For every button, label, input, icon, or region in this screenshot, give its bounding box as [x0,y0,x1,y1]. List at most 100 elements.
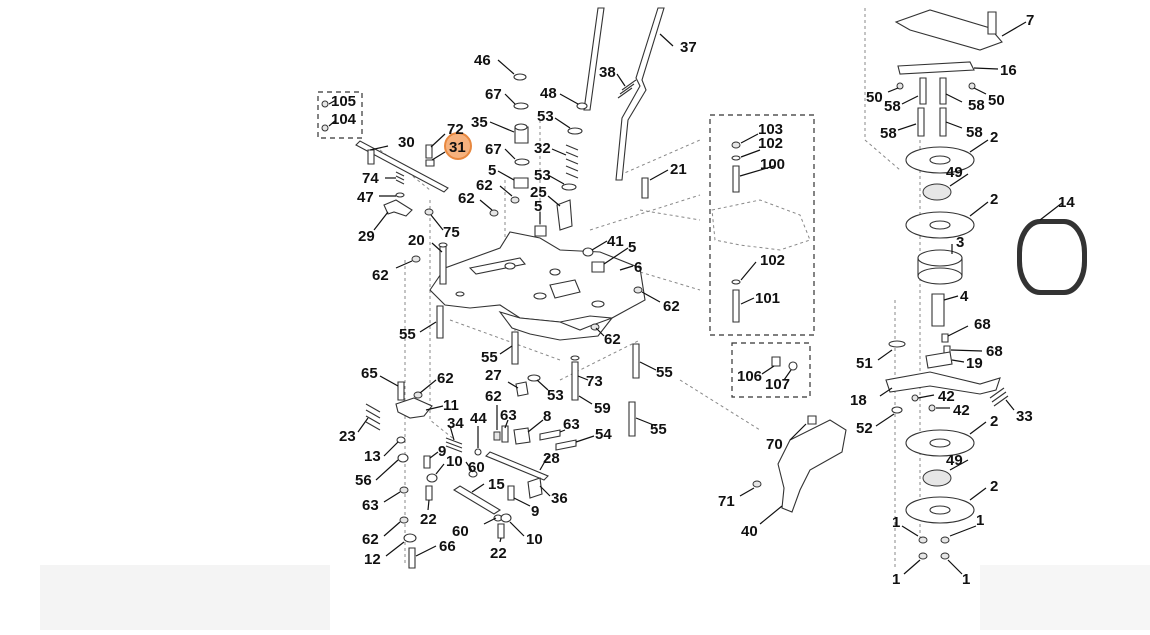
part-7-post [987,11,997,35]
part-38-spring [617,79,637,99]
part-9-pin-2 [507,485,515,501]
part-25-bushing [556,199,573,231]
label-part-6: 6 [634,259,642,276]
label-part-102: 102 [760,252,785,269]
part-59-bolt [571,361,579,401]
label-part-60: 60 [468,459,485,476]
part-10-washer-2 [500,513,512,523]
label-part-22: 22 [490,545,507,562]
label-part-10: 10 [446,453,463,470]
part-105-washer [321,100,329,108]
part-52-washer [891,406,903,414]
part-70-bolt [807,415,817,425]
label-part-40: 40 [741,523,758,540]
part-56-washer [397,453,409,463]
label-part-38: 38 [599,64,616,81]
chassis-hole-2 [591,300,605,308]
inset-plate-outline [711,199,811,251]
part-58-bolt [919,77,927,105]
label-part-22: 22 [420,511,437,528]
label-part-63: 63 [500,407,517,424]
part-20-top [438,242,448,248]
label-part-4: 4 [960,288,969,305]
part-14-belt-inner [1022,224,1082,290]
label-part-67: 67 [485,141,502,158]
label-part-30: 30 [398,134,415,151]
part-2-pulley-hub [929,155,951,165]
part-34-spring [445,437,463,453]
label-part-44: 44 [470,410,487,427]
part-58-bolt-4 [939,107,947,137]
part-107-washer [788,361,798,371]
part-62-nut-5 [411,255,421,263]
part-53-washer [567,127,583,135]
part-1-nut-2 [940,536,950,544]
part-53-washer-3 [527,374,541,382]
label-part-41: 41 [607,233,624,250]
label-part-7: 7 [1026,12,1034,29]
part-53-washer-2 [561,183,577,191]
label-part-68: 68 [986,343,1003,360]
label-part-28: 28 [543,450,560,467]
part-6-lower-plate [498,310,614,341]
part-65-bolt [397,381,405,401]
part-55-bolt-2 [511,331,519,365]
label-part-42: 42 [953,402,970,419]
part-12-washer [403,533,417,543]
part-67-washer [513,102,529,110]
label-part-62: 62 [604,331,621,348]
part-35-top [514,123,528,131]
part-29-lever [383,199,413,217]
part-1-nut [918,536,928,544]
part-72-spring [425,144,433,159]
label-part-66: 66 [439,538,456,555]
part-50-nut-2 [968,82,976,90]
label-part-58: 58 [966,124,983,141]
label-part-42: 42 [938,388,955,405]
highlight-circle-31 [444,132,472,160]
label-part-55: 55 [650,421,667,438]
part-103-nut [731,141,741,149]
part-11-lever [395,397,433,419]
label-part-62: 62 [437,370,454,387]
label-part-104: 104 [331,111,357,128]
part-36-rod [527,477,543,499]
label-part-52: 52 [856,420,873,437]
label-part-58: 58 [884,98,901,115]
part-63-bolt [501,425,509,443]
part-14-belt [1017,219,1087,295]
part-62-nut-6 [413,391,423,399]
label-part-106: 106 [737,368,762,385]
label-part-25: 25 [530,184,547,201]
label-part-1: 1 [976,512,984,529]
label-part-34: 34 [447,415,464,432]
part-62-nut-7 [399,516,409,524]
part-100-spacer [732,165,740,193]
label-part-18: 18 [850,392,867,409]
part-58-bolt-2 [939,77,947,105]
part-1-nut-3 [918,552,928,560]
label-part-9: 9 [531,503,539,520]
label-part-53: 53 [537,108,554,125]
chassis-slot-2 [549,279,581,299]
label-part-53: 53 [534,167,551,184]
part-16-bar [897,61,975,75]
part-27-bracket [515,381,529,397]
label-part-55: 55 [481,349,498,366]
part-33-spring [989,387,1009,407]
label-part-58: 58 [880,125,897,142]
part-number-labels: 1 1 1 1 2 2 2 2 3 4 5 5 5 6 7 8 9 9 10 1… [331,12,1075,588]
label-part-62: 62 [485,388,502,405]
part-19-bracket [925,351,953,369]
part-63-bolt-2 [539,429,561,441]
part-40-guard [777,419,847,513]
label-part-1: 1 [892,571,900,588]
part-62-nut-2 [489,209,499,217]
part-5-nut-2 [534,225,547,237]
part-66-bolt [408,547,416,569]
part-49-bearing [922,183,952,201]
part-42-nut [911,394,919,402]
label-part-62: 62 [458,190,475,207]
part-67-washer-2 [514,158,530,166]
